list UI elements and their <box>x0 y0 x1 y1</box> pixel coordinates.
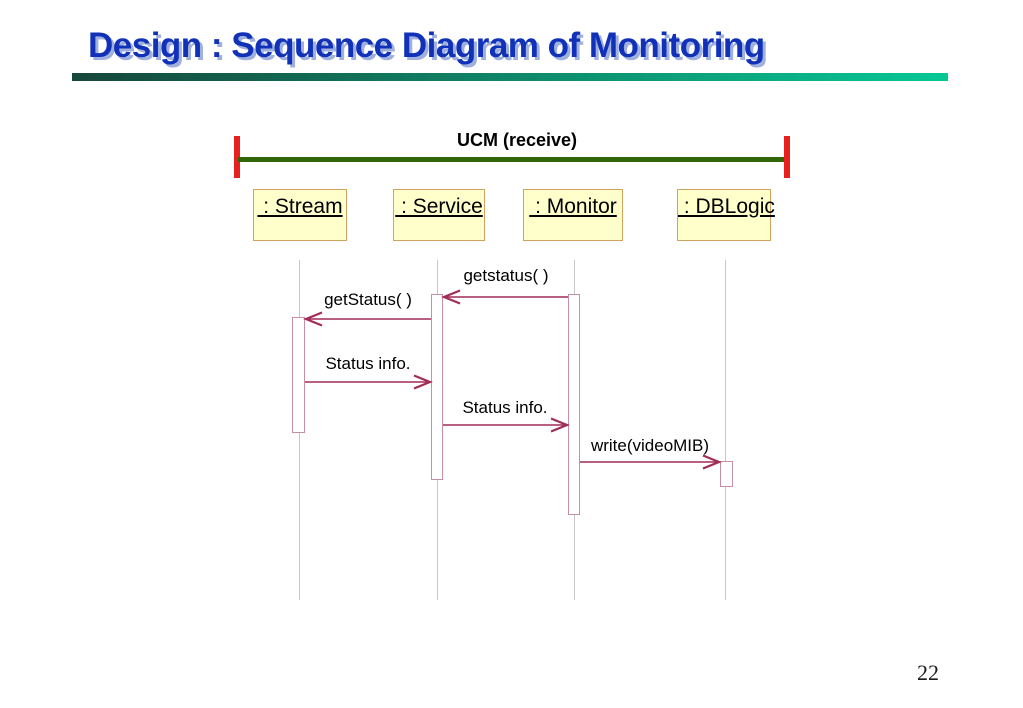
message-arrow-status-info-2 <box>443 417 570 433</box>
actor-label-stream: : Stream <box>257 195 343 218</box>
actor-box-monitor: : Monitor <box>523 189 623 241</box>
activation-dblogic <box>720 461 733 487</box>
actor-label-dblogic: : DBLogic <box>678 195 775 218</box>
activation-service <box>431 294 443 480</box>
title-underline-bar <box>72 73 948 81</box>
message-arrow-getstatus <box>441 289 568 305</box>
actor-label-monitor: : Monitor <box>529 195 617 218</box>
actor-box-dblogic: : DBLogic <box>677 189 775 241</box>
message-label-write-videomib: write(videoMIB) <box>590 436 710 455</box>
message-label-status-info-2: Status info. <box>462 398 548 417</box>
message-label-status-info-1: Status info. <box>325 354 411 373</box>
message-label-getStatus: getStatus( ) <box>324 290 412 309</box>
message-arrow-status-info-1 <box>305 374 433 390</box>
actor-box-stream: : Stream <box>253 189 347 241</box>
message-arrow-write-videomib <box>580 454 722 470</box>
activation-stream <box>292 317 305 433</box>
bracket-right-tick <box>784 136 790 178</box>
slide-title: Design : Sequence Diagram of Monitoring <box>88 26 765 65</box>
ucm-bracket-label: UCM (receive) <box>456 130 578 150</box>
bracket-left-tick <box>234 136 240 178</box>
actor-box-service: : Service <box>393 189 485 241</box>
message-arrow-getStatus <box>303 311 431 327</box>
lifeline-dblogic <box>725 260 726 600</box>
page-number: 22 <box>917 660 939 685</box>
message-label-getstatus: getstatus( ) <box>463 266 549 285</box>
actor-label-service: : Service <box>395 195 483 218</box>
bracket-line <box>238 157 786 162</box>
activation-monitor <box>568 294 580 515</box>
